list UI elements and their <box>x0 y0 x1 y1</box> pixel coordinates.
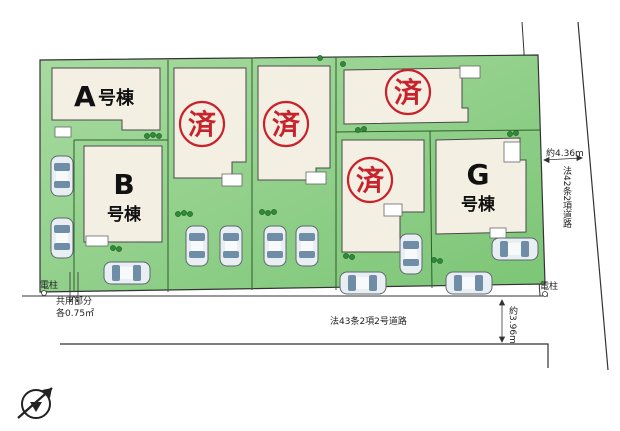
sold-mark-f: 済 <box>356 164 385 197</box>
shared-area-label-1: 共用部分 <box>56 295 92 307</box>
shrubs <box>110 55 519 264</box>
right-width-label: 約4.36m <box>546 147 584 159</box>
lot-b-suffix: 号棟 <box>107 204 142 225</box>
sold-mark-e: 済 <box>394 76 423 109</box>
house-d <box>257 65 331 185</box>
house-e <box>343 65 481 125</box>
sold-mark-d: 済 <box>272 108 301 141</box>
sold-stamp-c: 済 <box>178 100 226 148</box>
utility-pole-left-label: 電柱 <box>40 279 58 291</box>
shared-area <box>69 272 79 303</box>
lot-g-letter: G <box>467 158 490 191</box>
house-f <box>341 139 425 253</box>
house-c <box>173 67 247 187</box>
right-road-label: 法42条2項道路 <box>561 165 572 229</box>
lot-g-suffix: 号棟 <box>461 194 496 215</box>
lot-b-letter: B <box>113 168 134 201</box>
house-b <box>83 145 163 247</box>
sold-stamp-e: 済 <box>384 68 432 116</box>
north-compass-icon <box>17 387 53 419</box>
lot-a-suffix: 号棟 <box>98 87 135 109</box>
house-g <box>435 137 527 239</box>
utility-pole-right-label: 電柱 <box>540 280 558 292</box>
utility-pole-right <box>542 291 548 297</box>
lot-a-letter: A <box>74 80 96 113</box>
bottom-width-label: 約3.96m <box>507 305 518 344</box>
lot-dividers <box>73 57 541 292</box>
sold-stamp-d: 済 <box>262 100 310 148</box>
right-width-dimension <box>543 154 583 164</box>
house-a <box>51 67 161 138</box>
bottom-road-label: 法43条2項2号道路 <box>330 315 407 327</box>
sold-mark-c: 済 <box>188 108 217 141</box>
sold-stamp-f: 済 <box>346 156 394 204</box>
shared-area-label-2: 各0.75㎡ <box>56 307 94 319</box>
utility-pole-left <box>41 290 47 296</box>
bottom-width-dimension <box>498 299 506 343</box>
